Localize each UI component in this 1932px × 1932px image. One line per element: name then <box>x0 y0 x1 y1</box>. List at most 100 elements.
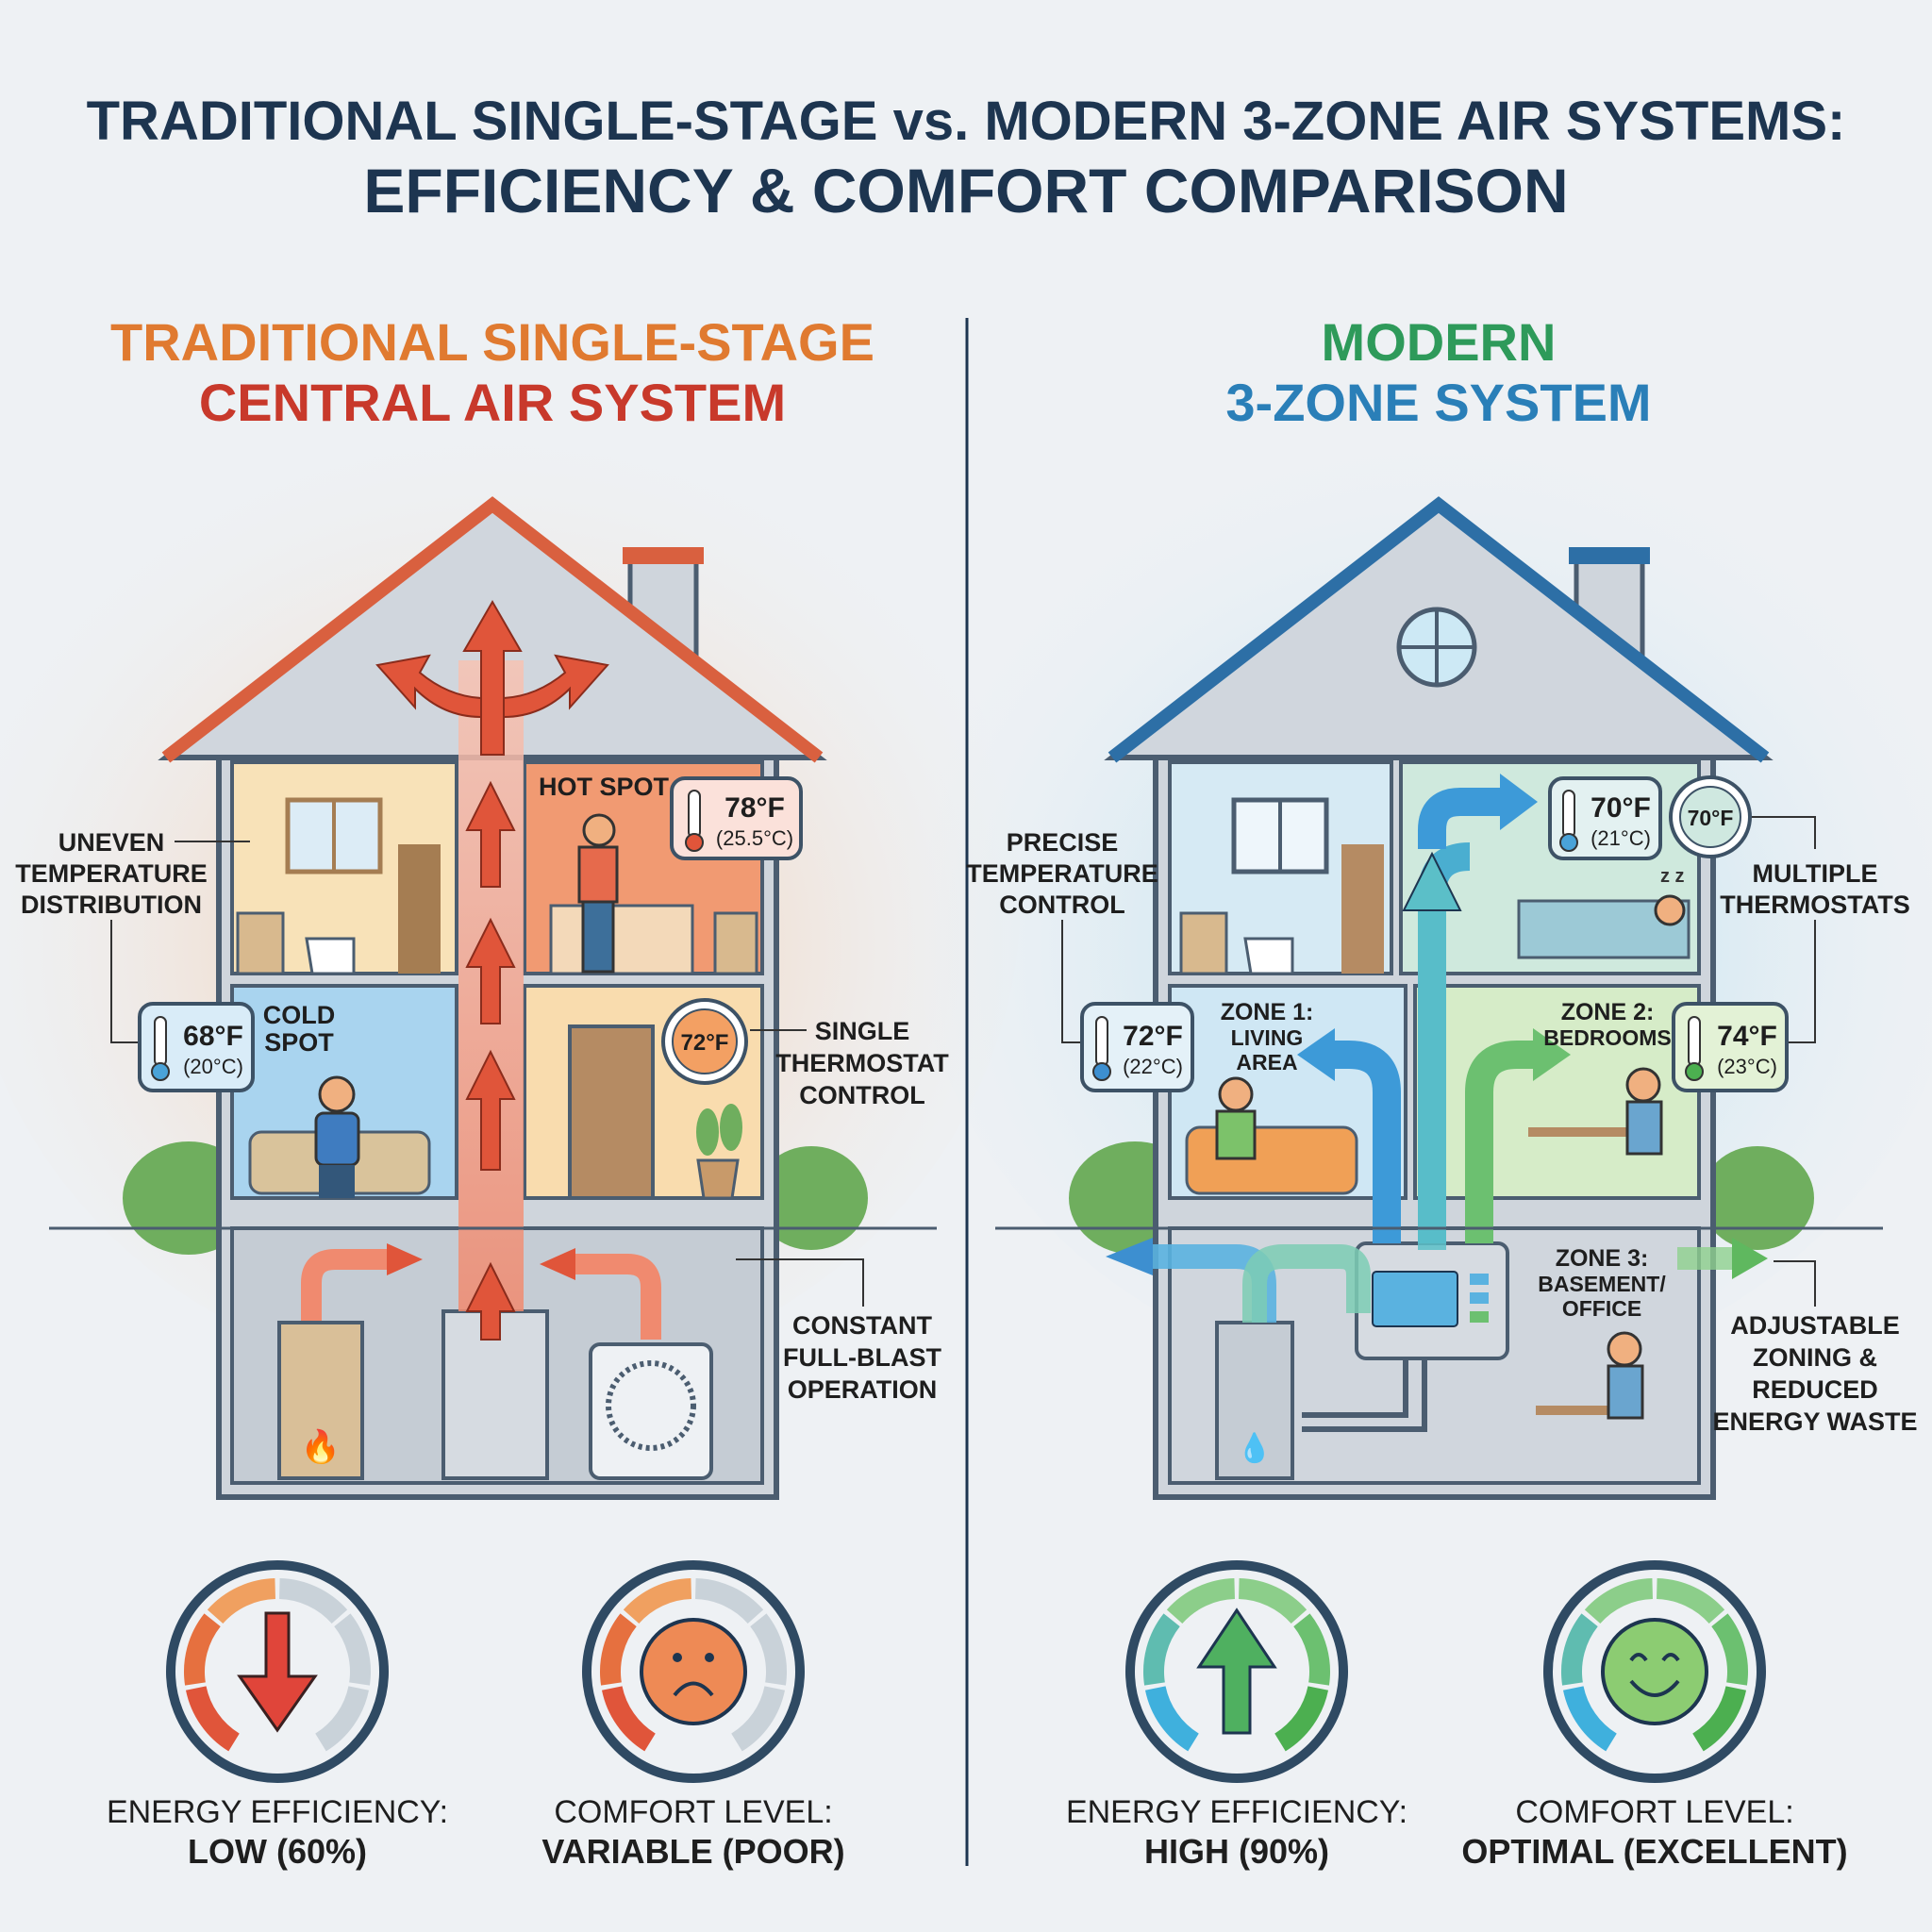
hot-spot-label: HOT SPOT <box>539 773 670 801</box>
bush <box>755 1146 868 1250</box>
callout-uneven-2: TEMPERATURE <box>15 859 208 888</box>
arrow-up-icon <box>1196 1607 1277 1735</box>
duct-arrow-head <box>387 1243 423 1275</box>
upstairs-temp-badge <box>1548 776 1662 860</box>
hot-person-body <box>577 845 619 904</box>
sofa <box>1185 1125 1358 1195</box>
zone-indicator <box>1470 1274 1489 1285</box>
callout-uneven-3: DISTRIBUTION <box>21 891 202 919</box>
title-line-1: TRADITIONAL SINGLE-STAGE vs. MODERN 3-ZO… <box>87 91 1846 152</box>
single-thermostat-reading: 72°F <box>681 1030 729 1056</box>
leader-line <box>1787 920 1816 1043</box>
left-comfort-label: COMFORT LEVEL: <box>554 1794 832 1830</box>
gauge-segment <box>1562 1685 1618 1752</box>
leader-line <box>1750 816 1816 849</box>
cold-spot-label-2: SPOT <box>264 1028 334 1057</box>
roof-edge <box>161 496 824 763</box>
comfort-gauge-zoned <box>1543 1560 1766 1783</box>
gauge-segment <box>1143 1613 1180 1686</box>
left-comfort-value: VARIABLE (POOR) <box>541 1832 844 1871</box>
flame-icon: 💧 <box>1237 1431 1272 1464</box>
sad-face-icon <box>640 1618 747 1725</box>
chimney-cap <box>623 547 704 564</box>
roof-edge <box>1108 496 1770 763</box>
condenser-fan-icon <box>606 1360 696 1451</box>
person-body <box>1607 1364 1644 1420</box>
arrow-head <box>1732 1238 1768 1279</box>
gauge-segment <box>1561 1613 1598 1686</box>
arrow-head <box>1402 851 1462 911</box>
door <box>398 844 441 974</box>
callout-uneven-1: UNEVEN <box>58 828 165 857</box>
zone-1-temp-c: (22°C) <box>1123 1055 1183 1078</box>
left-efficiency-label: ENERGY EFFICIENCY: <box>107 1794 448 1830</box>
callout-multiple-2: THERMOSTATS <box>1720 891 1910 919</box>
duct-arrow-head <box>1106 1238 1153 1275</box>
zone-1-label-1: ZONE 1: <box>1221 999 1314 1025</box>
zone-indicator <box>1470 1292 1489 1304</box>
hot-temp-c: (25.5°C) <box>716 826 793 850</box>
zone-3-label-1: ZONE 3: <box>1556 1245 1649 1272</box>
person-head <box>1625 1067 1661 1103</box>
gauge-segment <box>314 1685 370 1752</box>
callout-precise-2: TEMPERATURE <box>966 859 1158 888</box>
cold-temp-c: (20°C) <box>183 1055 243 1078</box>
zone-indicator <box>1470 1311 1489 1323</box>
gauge-segment <box>1144 1685 1200 1752</box>
gauge-segment <box>623 1578 692 1624</box>
duct-arrow <box>571 1254 661 1340</box>
right-comfort-label: COMFORT LEVEL: <box>1515 1794 1793 1830</box>
plant-leaf <box>696 1108 719 1156</box>
left-heading-line-2: CENTRAL AIR SYSTEM <box>199 373 786 432</box>
zone-1-temp-f: 72°F <box>1123 1021 1183 1052</box>
hot-person-head <box>582 813 616 847</box>
person-head <box>1218 1076 1254 1112</box>
gauge-segment <box>1584 1578 1654 1624</box>
zone-2-airflow-arrow <box>1465 1041 1536 1243</box>
zone-3-label-3: OFFICE <box>1562 1296 1641 1321</box>
metric-gauges <box>166 1560 1766 1783</box>
leader-line <box>110 920 140 1043</box>
zone-2-label-1: ZONE 2: <box>1561 999 1655 1025</box>
efficiency-gauge-zoned <box>1125 1560 1348 1783</box>
zone-3-label-2: BASEMENT/ <box>1538 1272 1666 1296</box>
zone-1-label-3: AREA <box>1236 1050 1297 1074</box>
left-callouts: UNEVEN TEMPERATURE DISTRIBUTION SINGLE T… <box>15 773 949 1404</box>
zoned-house: z z 💧 <box>995 496 1883 1500</box>
leader-line <box>1774 1260 1816 1307</box>
gauge-segment <box>600 1613 637 1686</box>
riser-duct <box>1418 891 1446 1250</box>
chimney-cap <box>1569 547 1650 564</box>
zone-2-temp-f: 74°F <box>1717 1021 1777 1052</box>
thermometer-icon <box>1095 1016 1108 1067</box>
thermometer-bulb <box>1685 1062 1704 1081</box>
callout-adjustable-1: ADJUSTABLE <box>1730 1311 1900 1340</box>
gauge-segment <box>1656 1578 1725 1624</box>
right-comfort-value: OPTIMAL (EXCELLENT) <box>1461 1832 1847 1871</box>
callout-precise-1: PRECISE <box>1007 828 1119 857</box>
right-efficiency-label: ENERGY EFFICIENCY: <box>1066 1794 1407 1830</box>
bed <box>549 904 694 975</box>
cold-person-head <box>318 1075 356 1113</box>
door <box>1341 844 1384 974</box>
gauge-segment <box>730 1685 786 1752</box>
furnace <box>1215 1321 1294 1480</box>
gauge-segment <box>750 1613 787 1686</box>
duct-arrow <box>301 1249 391 1321</box>
gauge-segment <box>694 1578 764 1624</box>
zone-1-airflow-arrow <box>1330 1041 1401 1243</box>
upstairs-airflow-arrow <box>1418 788 1503 849</box>
flame-icon: 🔥 <box>301 1428 341 1465</box>
sleeping-person-head <box>1654 894 1686 926</box>
callout-single-2: THERMOSTAT <box>775 1049 949 1077</box>
door <box>568 1024 655 1200</box>
upstairs-thermostat-reading: 70°F <box>1688 806 1734 830</box>
arrow-head <box>1533 1028 1571 1081</box>
arrow-head <box>1297 1028 1335 1081</box>
right-efficiency-value: HIGH (90%) <box>1144 1832 1329 1871</box>
callout-adjustable-4: ENERGY WASTE <box>1712 1407 1917 1436</box>
gauge-segment <box>1711 1613 1748 1686</box>
callout-single-1: SINGLE <box>815 1017 910 1045</box>
callout-precise-3: CONTROL <box>999 891 1124 919</box>
